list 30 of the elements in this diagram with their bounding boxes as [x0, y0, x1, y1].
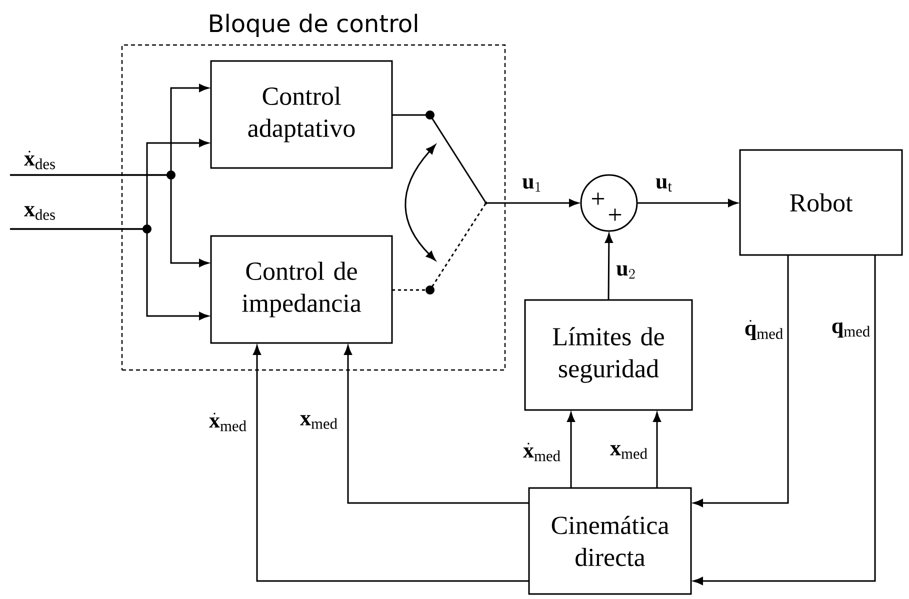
arrow	[10, 228, 209, 320]
edge-label: $\mathbf{x}_{\mathrm{des}}$	[22, 205, 58, 221]
node-label: Bloque de control	[210, 14, 418, 37]
edge-label: $\dot{\mathbf{x}}_{\mathrm{med}}$	[522, 442, 562, 462]
arrow	[604, 233, 613, 300]
edge-label: $\mathbf{u}_2$	[615, 264, 637, 280]
edge-label: $\mathbf{u}_{\mathrm{t}}$	[654, 177, 674, 193]
edge-label: $\mathbf{x}_{\mathrm{med}}$	[609, 444, 650, 460]
arrow	[488, 199, 579, 207]
edge-label: $\dot{\mathbf{q}}_{\mathrm{med}}$	[743, 319, 785, 341]
switch-pivot	[484, 202, 488, 204]
arrow	[693, 255, 789, 507]
edge-label: $\mathbf{u}_1$	[521, 177, 543, 193]
arrow	[637, 199, 738, 207]
summing-junction: + +	[580, 174, 638, 232]
edge-label: $\dot{\mathbf{x}}_{\mathrm{des}}$	[22, 150, 58, 170]
edge-label: $\dot{\mathbf{x}}_{\mathrm{med}}$	[208, 412, 248, 432]
process-box: Control adaptativo	[210, 60, 393, 169]
arrow	[693, 255, 876, 585]
edge-label: $\mathbf{q}_{\mathrm{med}}$	[830, 321, 872, 339]
arrow	[344, 345, 529, 504]
process-box: Control de impedancia	[210, 235, 393, 344]
arrow	[10, 174, 209, 267]
process-box: Robot	[739, 149, 903, 256]
edge-label: $\mathbf{x}_{\mathrm{med}}$	[299, 414, 340, 430]
process-box: Límites de seguridad	[524, 299, 693, 411]
arrow	[253, 345, 529, 582]
process-box: Cinemática directa	[528, 487, 692, 595]
arrow	[567, 412, 575, 488]
arrow	[653, 412, 661, 488]
